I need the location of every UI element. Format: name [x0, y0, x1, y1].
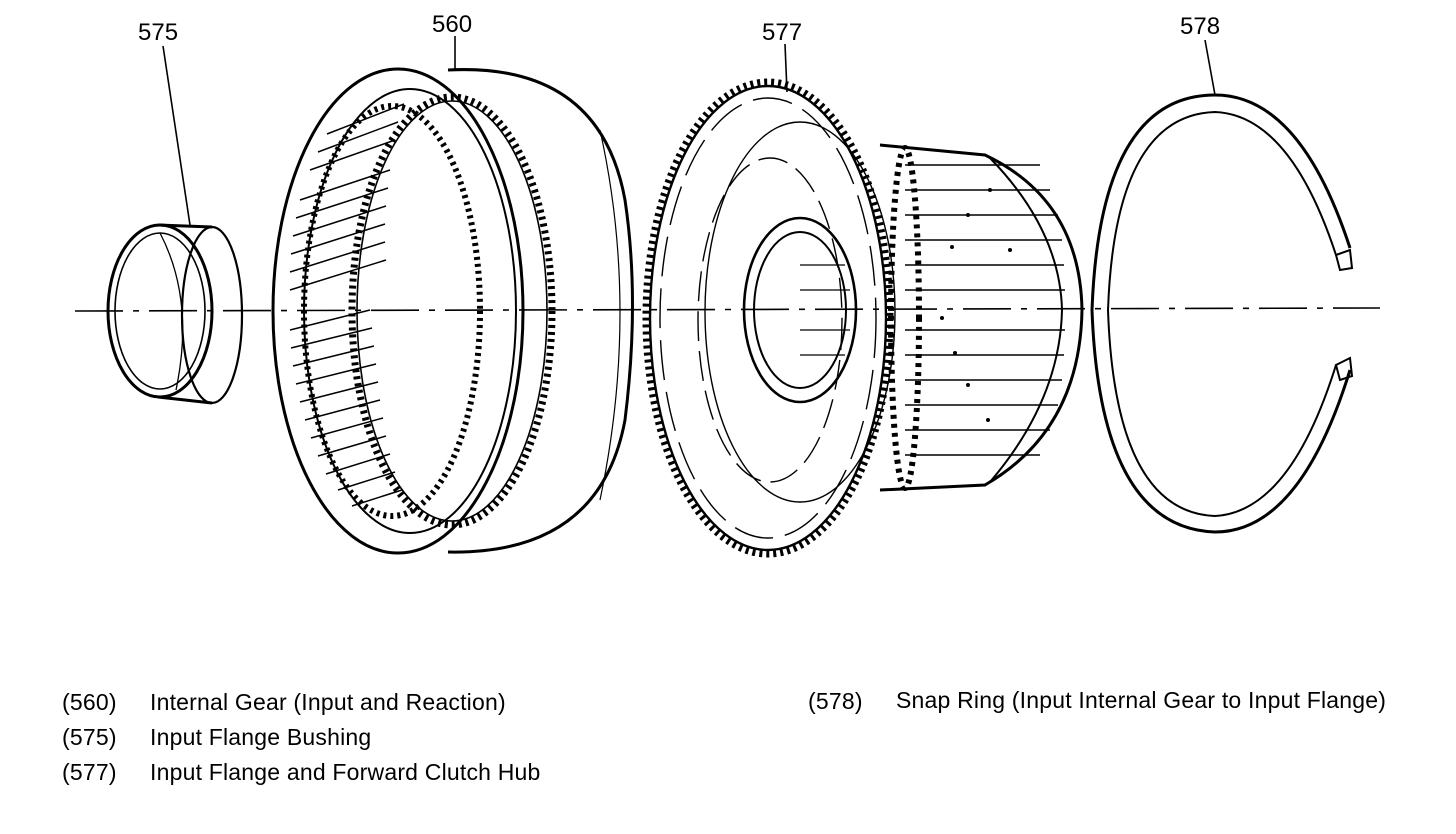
leader-575 [162, 45, 191, 226]
legend-code: (578) [808, 688, 863, 714]
callout-578: 578 [1180, 13, 1220, 40]
callout-575: 575 [138, 19, 178, 46]
legend-code: (577) [62, 759, 117, 785]
part-577-input-flange [642, 78, 1084, 558]
leader-577 [784, 43, 788, 93]
parts-legend-left: (560) Internal Gear (Input and Reaction)… [62, 685, 541, 790]
legend-item-577: (577) Input Flange and Forward Clutch Hu… [62, 755, 541, 790]
callout-560: 560 [432, 11, 472, 38]
legend-item-575: (575) Input Flange Bushing [62, 720, 541, 755]
callout-577: 577 [762, 19, 802, 46]
leader-578 [1204, 39, 1216, 96]
legend-description: Input Flange and Forward Clutch Hub [150, 759, 541, 785]
part-575-bushing [106, 223, 244, 405]
leader-lines [162, 36, 1216, 226]
part-578-snap-ring [1090, 93, 1354, 534]
legend-description: Snap Ring (Input Internal Gear to Input … [896, 687, 1387, 713]
parts-legend-right: (578) Snap Ring (Input Internal Gear to … [808, 684, 1396, 719]
legend-code: (575) [62, 724, 117, 750]
exploded-parts-diagram: 575 560 577 578 [74, 11, 1381, 558]
legend-code: (560) [62, 689, 117, 715]
legend-item-578: (578) Snap Ring (Input Internal Gear to … [808, 684, 1396, 719]
legend-description: Internal Gear (Input and Reaction) [150, 689, 506, 715]
legend-description: Input Flange Bushing [150, 724, 372, 750]
part-560-internal-gear [271, 67, 634, 555]
center-axis-line [74, 307, 1381, 312]
legend-item-560: (560) Internal Gear (Input and Reaction) [62, 685, 541, 720]
